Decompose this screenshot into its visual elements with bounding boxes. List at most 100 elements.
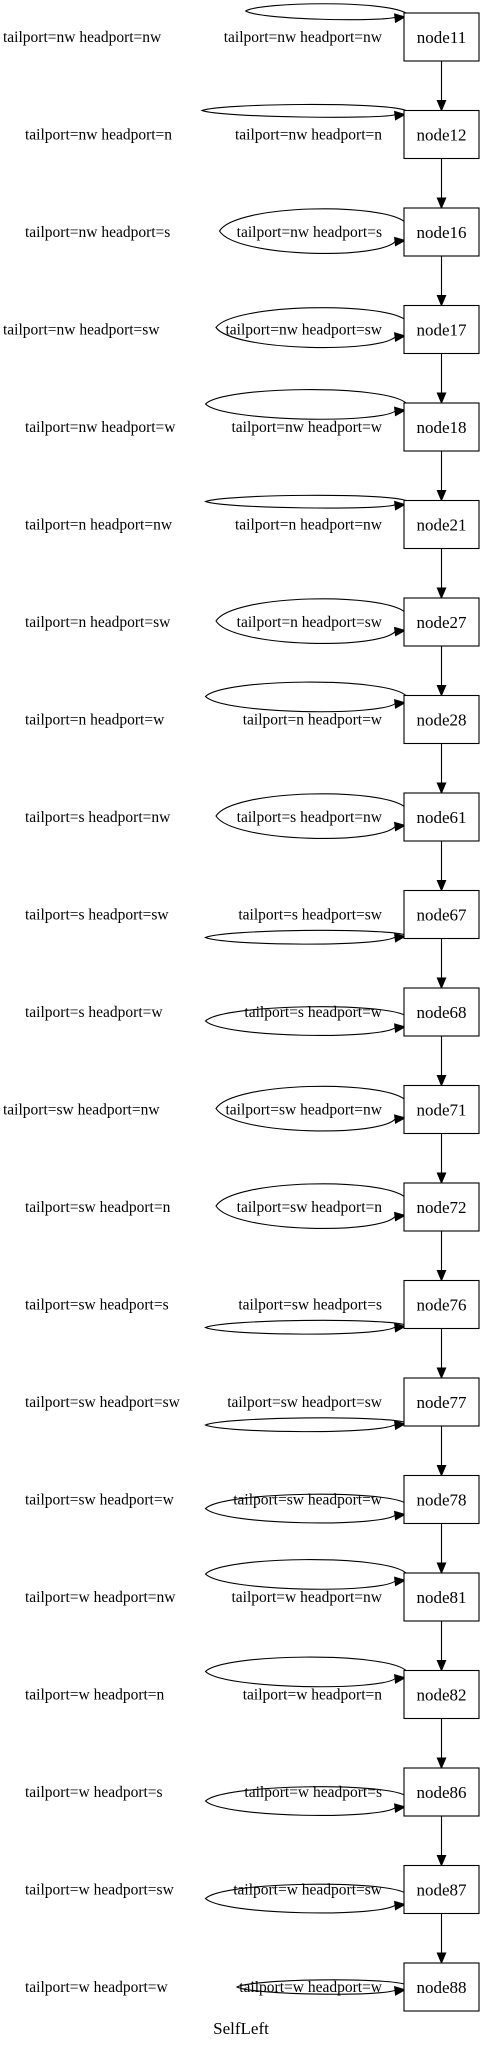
loop-label-inner: tailport=sw headport=nw [225,1102,382,1119]
node-label: node11 [417,28,466,47]
self-loop-arrowhead [394,626,407,637]
self-loop-arrowhead [394,1420,407,1431]
self-loop-arrowhead [394,406,407,417]
node-box [403,1864,480,1915]
loop-label-inner: tailport=n headport=nw [235,517,383,534]
self-loop-arrowhead [394,1510,407,1521]
graph-node: node82 [403,1669,480,1720]
chain-arrowhead [436,1270,447,1282]
graph-node: node61 [403,792,480,842]
chain-arrowhead [436,100,447,112]
loop-label-outer: tailport=w headport=w [25,1979,169,1996]
edges-layer: tailport=nw headport=nw tailport=nw headp… [3,3,447,1996]
loop-label-outer: tailport=n headport=w [25,712,165,729]
graph-node: node17 [403,304,480,355]
self-loop-arrowhead [394,332,407,342]
graph-node: node71 [403,1084,480,1135]
self-loop-edge [203,494,407,509]
node-box [403,12,480,62]
self-loop-arrowhead [394,1900,407,1911]
node-label: node61 [416,808,466,827]
self-loop-edge [204,1319,407,1335]
node-label: node16 [416,223,466,242]
loop-label-inner: tailport=nw headport=nw [224,29,383,46]
self-loop-edge [218,208,407,254]
graph-node: node86 [403,1767,480,1817]
loop-label-inner: tailport=sw headport=n [237,1199,383,1216]
loop-label-outer: tailport=w headport=nw [25,1589,176,1606]
self-loop-arrowhead [394,821,407,832]
self-loop-arrowhead [394,932,407,943]
self-loop-edge [215,1085,407,1132]
graph-node: node77 [403,1377,480,1427]
chain-arrowhead [436,490,447,502]
node-box [403,1279,480,1330]
graph-node: node21 [403,499,480,550]
loop-label-inner: tailport=w headport=s [244,1784,382,1801]
node-label: node81 [416,1588,466,1607]
node-box [403,597,480,647]
loop-label-inner: tailport=nw headport=w [232,419,383,436]
loop-label-inner: tailport=sw headport=sw [227,1394,383,1411]
chain-arrowhead [436,587,447,600]
node-box [403,889,480,940]
loop-label-inner: tailport=nw headport=s [237,224,382,241]
chain-arrowhead [436,197,447,210]
loop-label-outer: tailport=s headport=sw [25,907,169,924]
loop-label-outer: tailport=sw headport=n [25,1199,171,1216]
chain-arrowhead [436,685,447,697]
node-label: node71 [416,1101,466,1120]
self-loop-arrowhead [394,236,407,247]
node-box [403,1572,480,1622]
chain-arrowhead [436,1757,447,1770]
chain-arrowhead [436,1465,447,1477]
loop-label-inner: tailport=w headport=w [239,1979,383,1996]
self-loop-edge [215,307,407,349]
node-label: node12 [416,126,466,145]
node-box [403,304,480,355]
node-label: node17 [416,321,467,340]
graph-node: node81 [403,1572,480,1622]
loop-label-outer: tailport=nw headport=sw [3,322,160,339]
loop-label-outer: tailport=n headport=sw [25,614,171,631]
self-loop-arrowhead [394,1322,407,1333]
loop-label-inner: tailport=sw headport=w [233,1492,383,1509]
chain-arrowhead [436,782,447,795]
loop-label-inner: tailport=sw headport=s [238,1297,382,1314]
self-loop-edge [215,598,407,644]
loop-label-outer: tailport=nw headport=w [25,419,176,436]
self-loop-edge [200,103,407,118]
graph-node: node27 [403,597,480,647]
node-box [403,1474,480,1525]
node-label: node87 [416,1881,467,1900]
graph-node: node16 [403,207,480,257]
node-label: node27 [416,613,467,632]
graph-node: node88 [403,1962,480,2012]
loop-label-outer: tailport=s headport=w [25,1004,163,1021]
self-loop-edge [215,1183,407,1229]
graph-node: node78 [403,1474,480,1525]
self-loop-edge [204,681,407,713]
node-label: node82 [416,1686,466,1705]
node-box [403,694,480,745]
self-loop-arrowhead [394,1211,407,1222]
chain-arrowhead [436,1855,447,1867]
node-label: node72 [416,1198,466,1217]
loop-label-outer: tailport=w headport=n [25,1687,165,1704]
chain-arrowhead [436,880,447,892]
node-label: node68 [416,1003,466,1022]
graph-node: node67 [403,889,480,940]
self-loop-arrowhead [394,1803,407,1814]
self-loop-arrowhead [394,1023,407,1034]
loop-label-inner: tailport=n headport=w [243,712,383,729]
loop-label-outer: tailport=n headport=nw [25,517,173,534]
node-box [403,1182,480,1232]
node-label: node77 [416,1393,467,1412]
self-loop-arrowhead [394,1114,407,1125]
self-loop-arrowhead [394,500,407,511]
node-box [403,109,480,160]
graph-node: node72 [403,1182,480,1232]
chain-arrowhead [436,977,447,990]
graph-node: node18 [403,402,480,452]
